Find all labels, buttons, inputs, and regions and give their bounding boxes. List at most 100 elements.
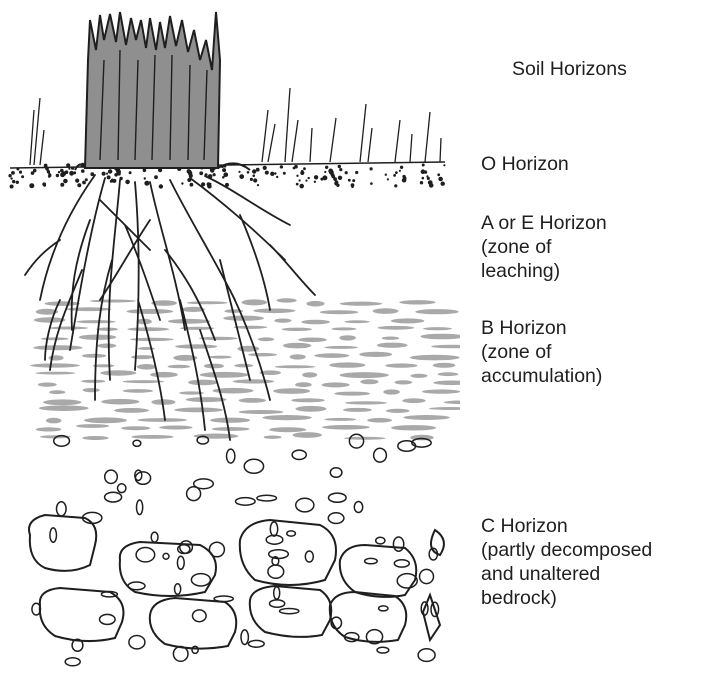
- b-horizon-streak: [168, 319, 211, 324]
- b-horizon-streak: [422, 389, 460, 393]
- litter-speck: [427, 176, 428, 177]
- litter-speck: [30, 184, 34, 188]
- litter-speck: [126, 180, 130, 184]
- b-horizon-streak: [187, 301, 228, 304]
- diagram-title: Soil Horizons: [512, 58, 627, 81]
- tree-stump: [75, 12, 250, 170]
- litter-speck: [263, 166, 266, 169]
- litter-speck: [323, 176, 327, 180]
- b-horizon-streak: [339, 335, 356, 340]
- b-horizon-streak: [84, 417, 127, 423]
- b-horizon-streak: [420, 334, 460, 340]
- b-horizon-streak: [100, 370, 136, 375]
- b-horizon-streak: [49, 327, 88, 330]
- b-horizon-streak: [329, 362, 365, 367]
- litter-speck: [78, 184, 81, 187]
- b-horizon-streak: [360, 379, 378, 384]
- litter-speck: [440, 179, 442, 181]
- pebble: [163, 553, 169, 559]
- litter-speck: [223, 169, 226, 172]
- b-horizon-streak: [415, 309, 459, 314]
- litter-speck: [308, 177, 309, 178]
- litter-speck: [326, 166, 328, 168]
- litter-speck: [82, 170, 85, 173]
- litter-speck: [345, 172, 347, 174]
- b-horizon-streak: [391, 318, 425, 323]
- b-horizon-streak: [131, 435, 173, 439]
- litter-speck: [256, 168, 259, 171]
- litter-speck: [253, 170, 256, 173]
- pebble: [354, 502, 362, 513]
- b-horizon-streak: [233, 379, 274, 383]
- label-c-horizon: C Horizon(partly decomposed and unaltere…: [481, 514, 652, 610]
- b-horizon-streak: [391, 425, 436, 430]
- b-horizon-streak: [438, 372, 459, 376]
- pebble: [57, 502, 67, 516]
- litter-speck: [340, 169, 342, 171]
- litter-speck: [254, 179, 257, 182]
- b-horizon-streak: [274, 319, 291, 323]
- litter-speck: [304, 168, 306, 170]
- b-horizon-streak: [324, 418, 356, 421]
- b-horizon-streak: [234, 364, 253, 368]
- pebble: [270, 600, 285, 607]
- pebble: [65, 658, 80, 666]
- b-horizon-streak: [175, 344, 217, 348]
- litter-speck: [301, 171, 304, 174]
- litter-speck: [13, 180, 15, 182]
- pebble: [379, 606, 388, 611]
- b-horizon-streak: [43, 399, 81, 405]
- litter-speck: [257, 185, 258, 186]
- litter-speck: [277, 176, 278, 177]
- pebble: [105, 470, 118, 483]
- litter-speck: [190, 183, 193, 186]
- litter-speck: [225, 173, 228, 176]
- b-horizon-streak: [239, 410, 284, 414]
- pebble: [394, 560, 409, 567]
- litter-speck: [113, 179, 116, 182]
- b-horizon-note: (zone of accumulation): [481, 340, 602, 388]
- litter-speck: [10, 185, 13, 188]
- b-horizon-streak: [269, 427, 306, 432]
- b-horizon-streak: [258, 337, 274, 341]
- b-horizon-streak: [36, 427, 62, 431]
- litter-speck: [213, 174, 215, 176]
- litter-speck: [314, 181, 315, 182]
- litter-speck: [19, 171, 21, 173]
- litter-speck: [143, 169, 146, 172]
- pebble: [129, 636, 145, 649]
- litter-speck: [275, 173, 276, 174]
- litter-speck: [107, 176, 110, 179]
- litter-speck: [74, 172, 76, 174]
- b-horizon-streak: [277, 298, 297, 302]
- litter-speck: [399, 170, 400, 171]
- label-a-horizon: A or E Horizon(zone of leaching): [481, 211, 607, 283]
- b-horizon-streak: [443, 400, 460, 404]
- litter-speck: [335, 182, 338, 185]
- b-horizon-streak: [199, 337, 238, 340]
- b-horizon-streak: [410, 355, 460, 361]
- litter-speck: [265, 171, 268, 174]
- pebble: [305, 551, 313, 562]
- b-horizon-streak: [39, 405, 89, 411]
- litter-speck: [226, 183, 229, 186]
- litter-speck: [107, 173, 108, 174]
- pebble: [241, 630, 248, 645]
- litter-speck: [348, 179, 350, 181]
- pebble: [377, 647, 389, 653]
- litter-speck: [102, 172, 105, 175]
- litter-speck: [202, 183, 205, 186]
- o-horizon-name: O Horizon: [481, 153, 569, 175]
- litter-speck: [338, 176, 341, 179]
- litter-speck: [299, 180, 300, 181]
- b-horizon-name: B Horizon: [481, 316, 602, 340]
- litter-speck: [189, 172, 192, 175]
- litter-speck: [58, 172, 59, 173]
- b-horizon-streak: [383, 389, 400, 394]
- pebble: [187, 487, 201, 501]
- litter-speck: [22, 176, 24, 178]
- soil-profile-illustration: [0, 0, 460, 673]
- pebble: [269, 550, 289, 559]
- litter-speck: [110, 180, 112, 182]
- litter-speck: [427, 177, 429, 179]
